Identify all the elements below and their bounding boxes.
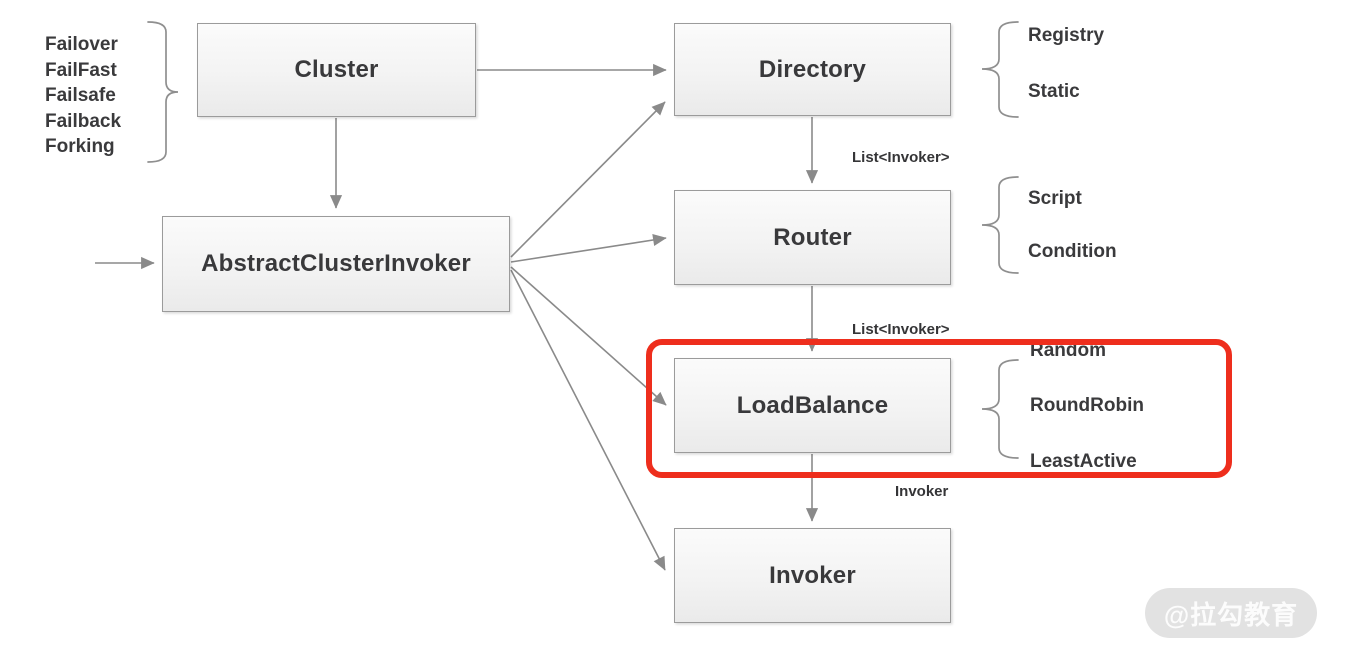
cluster-impl-item: Failsafe bbox=[45, 85, 116, 106]
loadbalance-impl-item: RoundRobin bbox=[1030, 395, 1144, 416]
highlight-rectangle bbox=[646, 339, 1232, 478]
router-impl-item: Script bbox=[1028, 188, 1082, 209]
edge-label-list-invoker-2: List<Invoker> bbox=[852, 321, 950, 338]
box-loadbalance-label: LoadBalance bbox=[736, 391, 889, 419]
brace-cluster-impls bbox=[147, 21, 179, 163]
box-invoker-label: Invoker bbox=[769, 561, 856, 589]
edge-label-invoker: Invoker bbox=[895, 483, 949, 500]
directory-impl-item: Registry bbox=[1028, 25, 1105, 46]
cluster-impl-item: Forking bbox=[45, 136, 115, 157]
router-impl-item: Condition bbox=[1028, 241, 1117, 262]
edge-label-list-invoker-1: List<Invoker> bbox=[852, 149, 950, 166]
box-cluster: Cluster bbox=[197, 23, 476, 117]
brace-directory-impls bbox=[981, 21, 1019, 118]
brace-loadbalance-impls bbox=[981, 359, 1019, 459]
box-cluster-label: Cluster bbox=[294, 56, 379, 83]
box-abstract-cluster-invoker: AbstractClusterInvoker bbox=[162, 216, 510, 312]
arrow-aci-to-invoker bbox=[510, 269, 666, 571]
box-loadbalance: LoadBalance bbox=[674, 358, 951, 453]
box-router: Router bbox=[674, 190, 951, 285]
box-invoker: Invoker bbox=[674, 528, 951, 623]
cluster-impl-item: Failback bbox=[45, 110, 122, 132]
watermark-badge: @拉勾教育 bbox=[1145, 588, 1317, 638]
box-directory-label: Directory bbox=[758, 55, 867, 83]
arrow-aci-to-router bbox=[510, 233, 667, 263]
box-router-label: Router bbox=[773, 223, 852, 251]
arrow-aci-to-directory bbox=[510, 101, 666, 258]
directory-impl-item: Static bbox=[1028, 81, 1080, 102]
box-abstract-cluster-invoker-label: AbstractClusterInvoker bbox=[201, 250, 471, 277]
cluster-impl-item: FailFast bbox=[45, 59, 117, 81]
loadbalance-impl-item: LeastActive bbox=[1030, 451, 1137, 472]
watermark-text: @拉勾教育 bbox=[1163, 599, 1299, 630]
arrow-aci-to-loadbalance bbox=[510, 266, 667, 406]
cluster-impls-list: Failover FailFast Failsafe Failback Fork… bbox=[45, 32, 121, 160]
cluster-impl-item: Failover bbox=[45, 34, 118, 55]
brace-router-impls bbox=[981, 176, 1019, 274]
loadbalance-impl-item: Random bbox=[1030, 340, 1106, 361]
box-directory: Directory bbox=[674, 23, 951, 116]
